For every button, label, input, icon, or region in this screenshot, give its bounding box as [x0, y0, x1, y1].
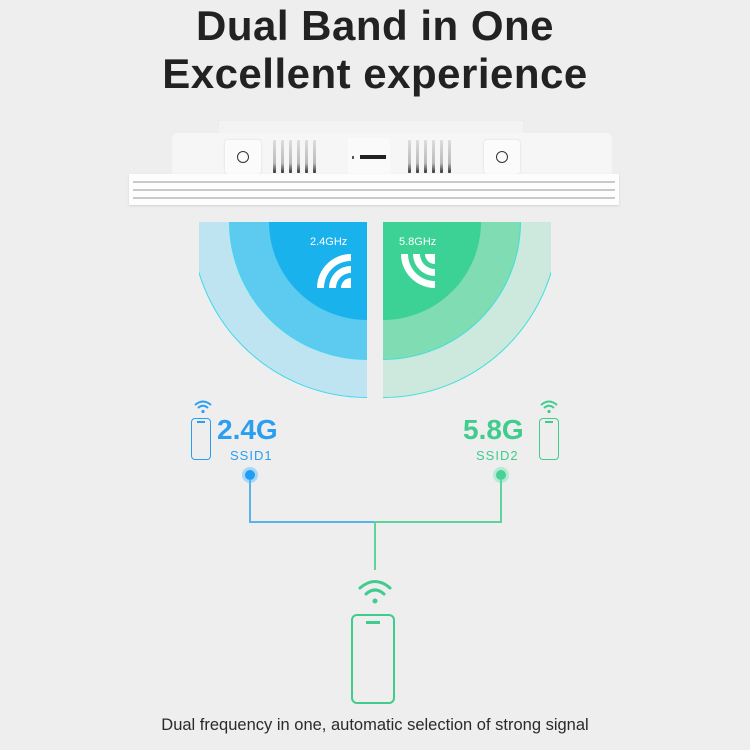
wifi-signal-icon: [317, 254, 351, 288]
port-slot: [348, 138, 390, 174]
ssid-1: SSID1: [230, 448, 273, 463]
band-name-5-8g: 5.8G: [463, 414, 524, 445]
band-label-5-8ghz: 5.8GHz: [399, 236, 437, 248]
vent-left: [273, 140, 316, 173]
vent-right: [408, 140, 451, 173]
band-label-2-4ghz: 2.4GHz: [310, 236, 348, 248]
reset-hole-left-icon: [225, 140, 261, 174]
reset-hole-right-icon: [484, 140, 520, 174]
signal-arc-2-4ghz: 2.4GHz: [199, 222, 367, 398]
phone-icon: [351, 614, 395, 704]
phone-icon: [191, 418, 211, 460]
phone-icon: [539, 418, 559, 460]
device-bracket: [218, 120, 524, 134]
caption: Dual frequency in one, automatic selecti…: [161, 716, 589, 734]
connection-lines: [242, 467, 509, 570]
band-name-2-4g: 2.4G: [217, 414, 278, 445]
signal-arc-5-8ghz: 5.8GHz: [383, 222, 551, 398]
mounting-plate: [129, 174, 619, 205]
headline-line-2: Excellent experience: [162, 50, 588, 97]
wifi-signal-icon: [401, 254, 435, 288]
wifi-icon: [194, 400, 212, 414]
wifi-icon: [540, 400, 558, 414]
wifi-icon: [358, 580, 392, 604]
headline-line-1: Dual Band in One: [195, 2, 555, 49]
ssid-2: SSID2: [476, 448, 519, 463]
